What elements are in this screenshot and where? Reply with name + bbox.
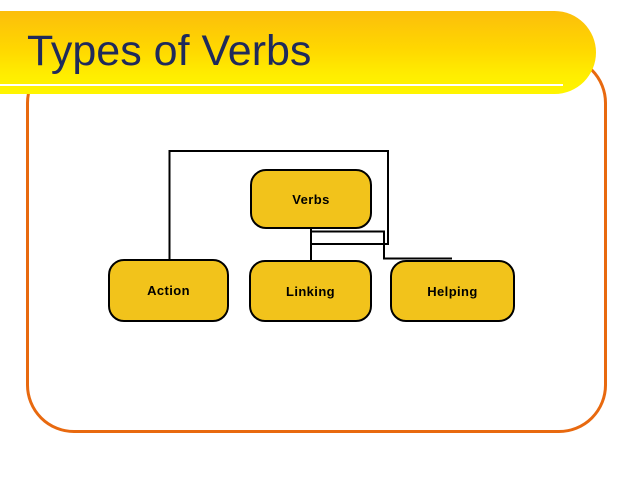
banner-highlight-line [0, 84, 563, 86]
node-action: Action [108, 259, 229, 322]
node-verbs: Verbs [250, 169, 372, 229]
node-label: Linking [285, 283, 336, 299]
node-linking: Linking [249, 260, 372, 322]
node-label: Verbs [292, 191, 330, 207]
node-label: Helping [427, 283, 478, 299]
content-border-frame [26, 55, 607, 433]
title-banner: Types of Verbs [0, 11, 596, 94]
node-helping: Helping [390, 260, 515, 322]
node-label: Action [147, 283, 190, 298]
slide-title: Types of Verbs [27, 27, 312, 75]
